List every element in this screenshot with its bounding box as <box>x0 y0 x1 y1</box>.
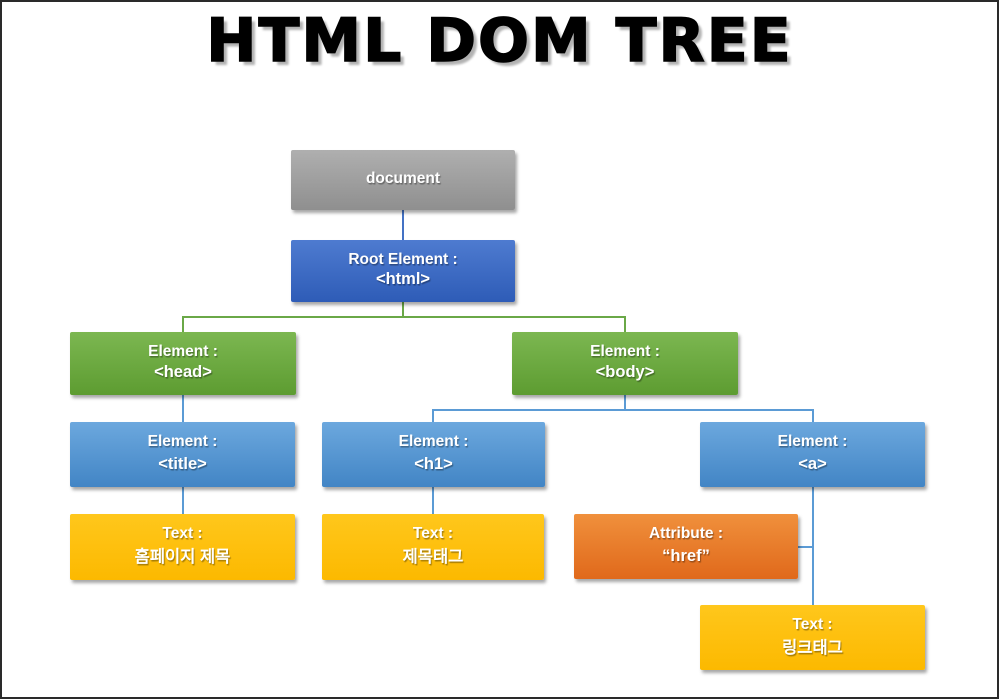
node-text-a-value: 링크태그 <box>782 639 843 657</box>
connector-body-a <box>812 409 814 422</box>
node-title-type: Element : <box>147 433 218 450</box>
connector-html-head <box>182 316 184 332</box>
node-attr-type: Attribute : <box>648 525 724 542</box>
node-html-tag: <html> <box>375 270 431 288</box>
node-document-label: document <box>365 170 441 187</box>
connector-a-text <box>812 487 814 605</box>
node-text-a-type: Text : <box>792 616 833 633</box>
node-element-head: Element : <head> <box>70 332 296 395</box>
node-a-tag: <a> <box>798 455 827 473</box>
node-head-tag: <head> <box>154 363 212 381</box>
connector-html-body <box>624 316 626 332</box>
node-head-type: Element : <box>148 343 218 360</box>
node-html-type: Root Element : <box>348 251 458 268</box>
connector-head-title <box>182 395 184 422</box>
connector-body-branch-stem <box>624 395 626 410</box>
node-h1-tag: <h1> <box>414 455 453 473</box>
connector-h1-text <box>432 487 434 514</box>
node-attribute-href: Attribute : “href” <box>574 514 798 579</box>
connector-document-html <box>402 210 404 240</box>
node-document: document <box>291 150 515 210</box>
node-text-title-type: Text : <box>162 525 203 542</box>
node-title-tag: <title> <box>158 455 207 473</box>
node-text-h1-type: Text : <box>412 525 454 542</box>
connector-html-branch-bar <box>182 316 626 318</box>
connector-title-text <box>182 487 184 514</box>
node-body-tag: <body> <box>595 363 655 381</box>
node-text-h1-value: 제목태그 <box>402 548 464 566</box>
node-element-a: Element : <a> <box>700 422 925 487</box>
node-element-body: Element : <body> <box>512 332 738 395</box>
connector-body-h1 <box>432 409 434 422</box>
node-text-link-tag: Text : 링크태그 <box>700 605 925 670</box>
node-h1-type: Element : <box>398 433 469 450</box>
node-body-type: Element : <box>590 343 660 360</box>
node-text-title-value: 홈페이지 제목 <box>134 548 231 566</box>
connector-body-branch-bar <box>432 409 814 411</box>
node-root-element-html: Root Element : <html> <box>291 240 515 302</box>
node-text-homepage-title: Text : 홈페이지 제목 <box>70 514 295 580</box>
node-element-h1: Element : <h1> <box>322 422 545 487</box>
node-text-heading-tag: Text : 제목태그 <box>322 514 544 580</box>
node-element-title: Element : <title> <box>70 422 295 487</box>
node-a-type: Element : <box>777 433 848 450</box>
node-attr-value: “href” <box>662 547 710 565</box>
page-title: HTML DOM TREE <box>206 5 793 77</box>
connector-a-attribute <box>798 546 813 548</box>
connector-html-branch-stem <box>402 302 404 317</box>
